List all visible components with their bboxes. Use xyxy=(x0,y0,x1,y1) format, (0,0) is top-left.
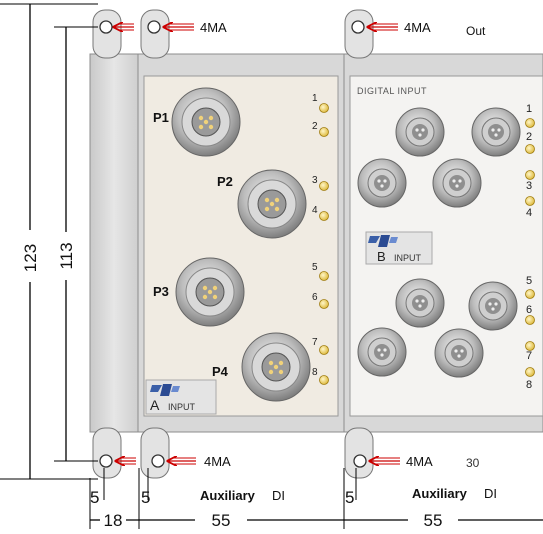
led-label-b5: 5 xyxy=(526,275,532,287)
dimension-module-a-width: 55 xyxy=(212,511,231,529)
led-label-a5: 5 xyxy=(312,262,318,273)
dimension-slot-offset-3: 5 xyxy=(345,488,354,507)
module-b-header: DIGITAL INPUT xyxy=(357,86,427,96)
module-a-caption-normal: DI xyxy=(272,488,285,503)
led-label-b2: 2 xyxy=(526,131,532,143)
led-label-a6: 6 xyxy=(312,292,318,303)
led-label-a1: 1 xyxy=(312,93,318,104)
dimension-hole-pitch: 113 xyxy=(57,242,76,269)
left-bracket xyxy=(89,9,139,479)
red-arrow-icon xyxy=(114,24,400,464)
led-label-a4: 4 xyxy=(312,205,318,216)
led-icon xyxy=(525,118,535,377)
round-connector-icon xyxy=(171,87,311,402)
led-label-b7: 7 xyxy=(526,350,532,362)
led-label-a8: 8 xyxy=(312,367,318,378)
dimension-lines xyxy=(0,3,543,529)
dimension-overall-height: 123 xyxy=(21,244,40,272)
module-b-badge-letter: B xyxy=(377,249,386,264)
mount-hole-icon xyxy=(99,20,367,468)
module-b-caption-bold: Auxiliary xyxy=(412,486,468,501)
module-b-badge: B INPUT xyxy=(365,231,433,265)
module-b-caption-normal: DI xyxy=(484,486,497,501)
dimension-bracket-width: 18 xyxy=(104,511,123,529)
u-logo-icon xyxy=(150,384,180,396)
led-label-a7: 7 xyxy=(312,337,318,348)
port-label-p4: P4 xyxy=(212,364,229,379)
round-connector-icon xyxy=(357,107,521,378)
led-label-b4: 4 xyxy=(526,207,532,219)
led-label-a2: 2 xyxy=(312,121,318,132)
module-a-badge-text: INPUT xyxy=(168,402,196,412)
page-number: 30 xyxy=(466,456,480,470)
mount-label-top-1: 4MA xyxy=(200,20,227,35)
dimension-slot-offset-1: 5 xyxy=(90,488,99,507)
module-b-badge-text: INPUT xyxy=(394,253,422,263)
u-logo-icon xyxy=(368,235,398,247)
port-label-p1: P1 xyxy=(153,110,169,125)
module-a-badge-letter: A xyxy=(150,397,160,413)
led-label-b3: 3 xyxy=(526,180,532,192)
mount-label-bottom-2: 4MA xyxy=(406,454,433,469)
dimension-module-b-width: 55 xyxy=(424,511,443,529)
module-a-badge: A INPUT xyxy=(145,379,217,415)
led-label-b6: 6 xyxy=(526,304,532,316)
port-label-p3: P3 xyxy=(153,284,169,299)
dimension-slot-offset-2: 5 xyxy=(141,488,150,507)
led-icon xyxy=(319,103,329,385)
led-label-b8: 8 xyxy=(526,379,532,391)
led-label-b1: 1 xyxy=(526,103,532,115)
module-a-caption-bold: Auxiliary xyxy=(200,488,256,503)
mount-label-bottom-1: 4MA xyxy=(204,454,231,469)
out-label: Out xyxy=(466,24,486,38)
led-label-a3: 3 xyxy=(312,175,318,186)
port-label-p2: P2 xyxy=(217,174,233,189)
mount-label-top-2: 4MA xyxy=(404,20,431,35)
